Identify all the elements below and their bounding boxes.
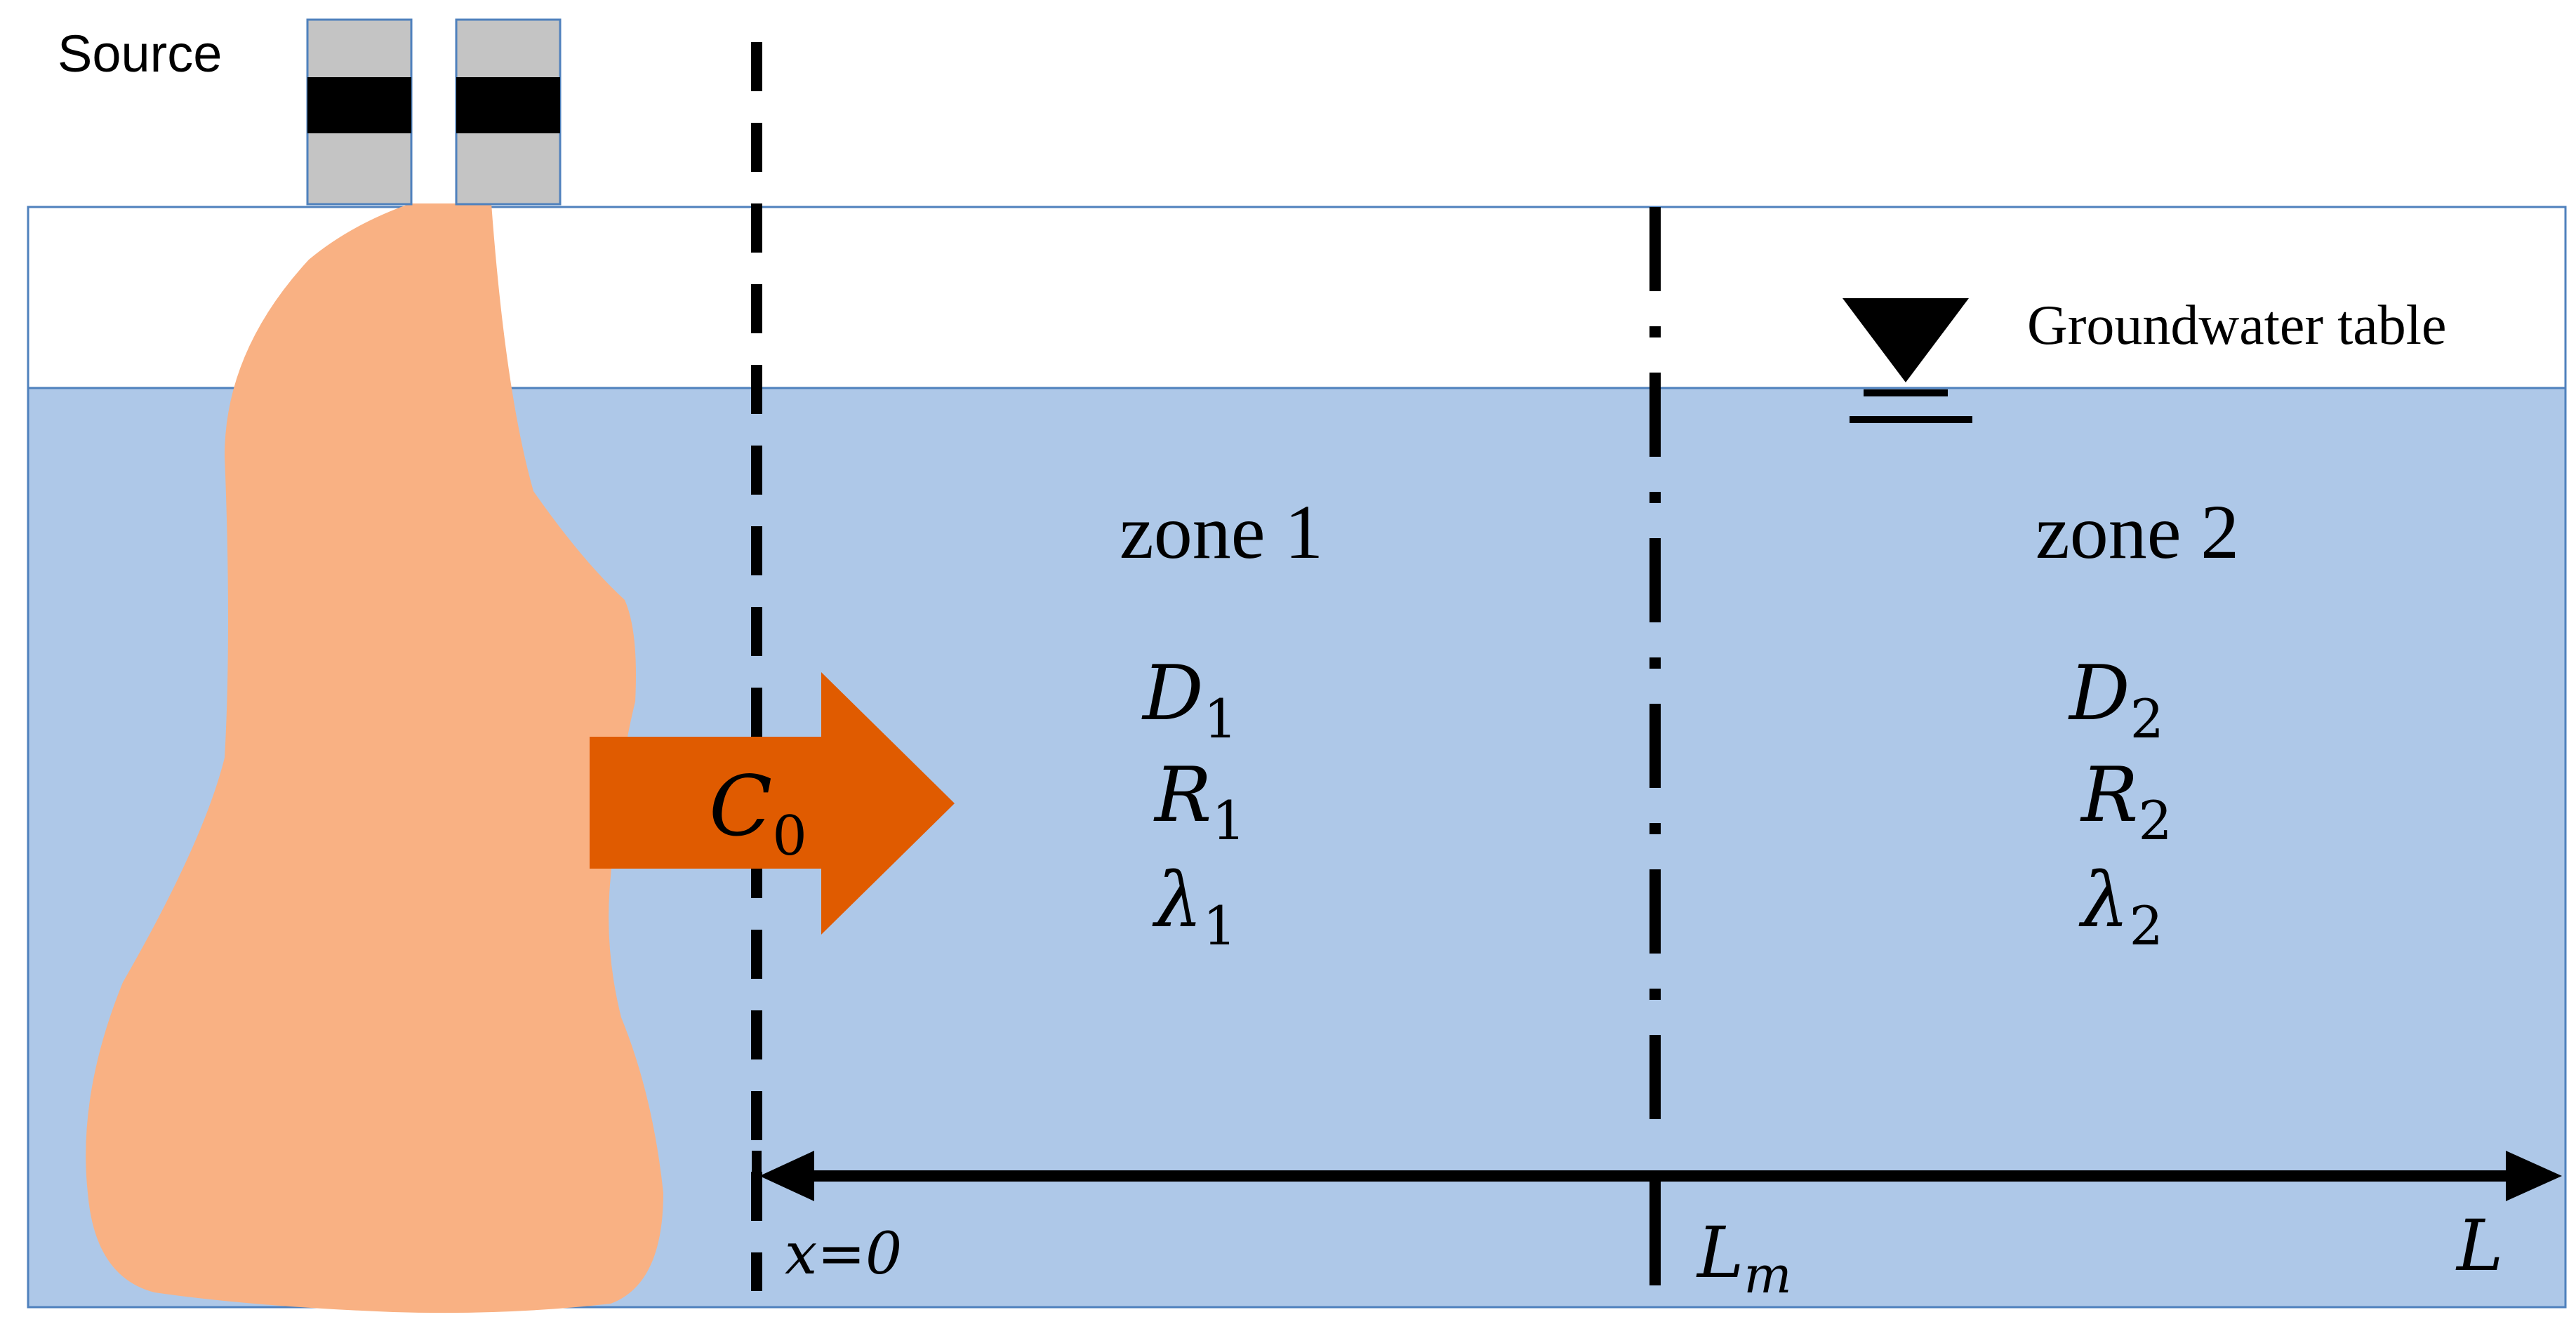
domain-length-arrow xyxy=(759,1151,2562,1201)
zone1-decay-label: λ1 xyxy=(1152,857,1237,957)
zone2-retardation-label: R2 xyxy=(2080,751,2172,852)
zone1-retardation-label: R1 xyxy=(1153,751,1246,852)
zone2-title: zone 2 xyxy=(2036,489,2239,575)
water-table-icon xyxy=(1843,298,1972,423)
zone1-title: zone 1 xyxy=(1120,489,1323,575)
axis-interface-label: Lm xyxy=(1696,1212,1792,1304)
axis-end-label: L xyxy=(2455,1205,2503,1287)
zone1-dispersion-label: D1 xyxy=(1141,650,1237,750)
source-box-right xyxy=(455,18,562,206)
axis-origin-label: x=0 xyxy=(785,1221,902,1288)
source-label: Source xyxy=(58,25,222,83)
inflow-concentration-label: C0 xyxy=(709,758,807,868)
contaminant-plume xyxy=(86,203,663,1313)
inflow-arrow xyxy=(590,672,955,935)
zone2-dispersion-label: D2 xyxy=(2068,650,2164,750)
source-box-left xyxy=(306,18,413,206)
zone2-decay-label: λ2 xyxy=(2078,857,2163,957)
groundwater-table-label: Groundwater table xyxy=(2027,295,2447,356)
